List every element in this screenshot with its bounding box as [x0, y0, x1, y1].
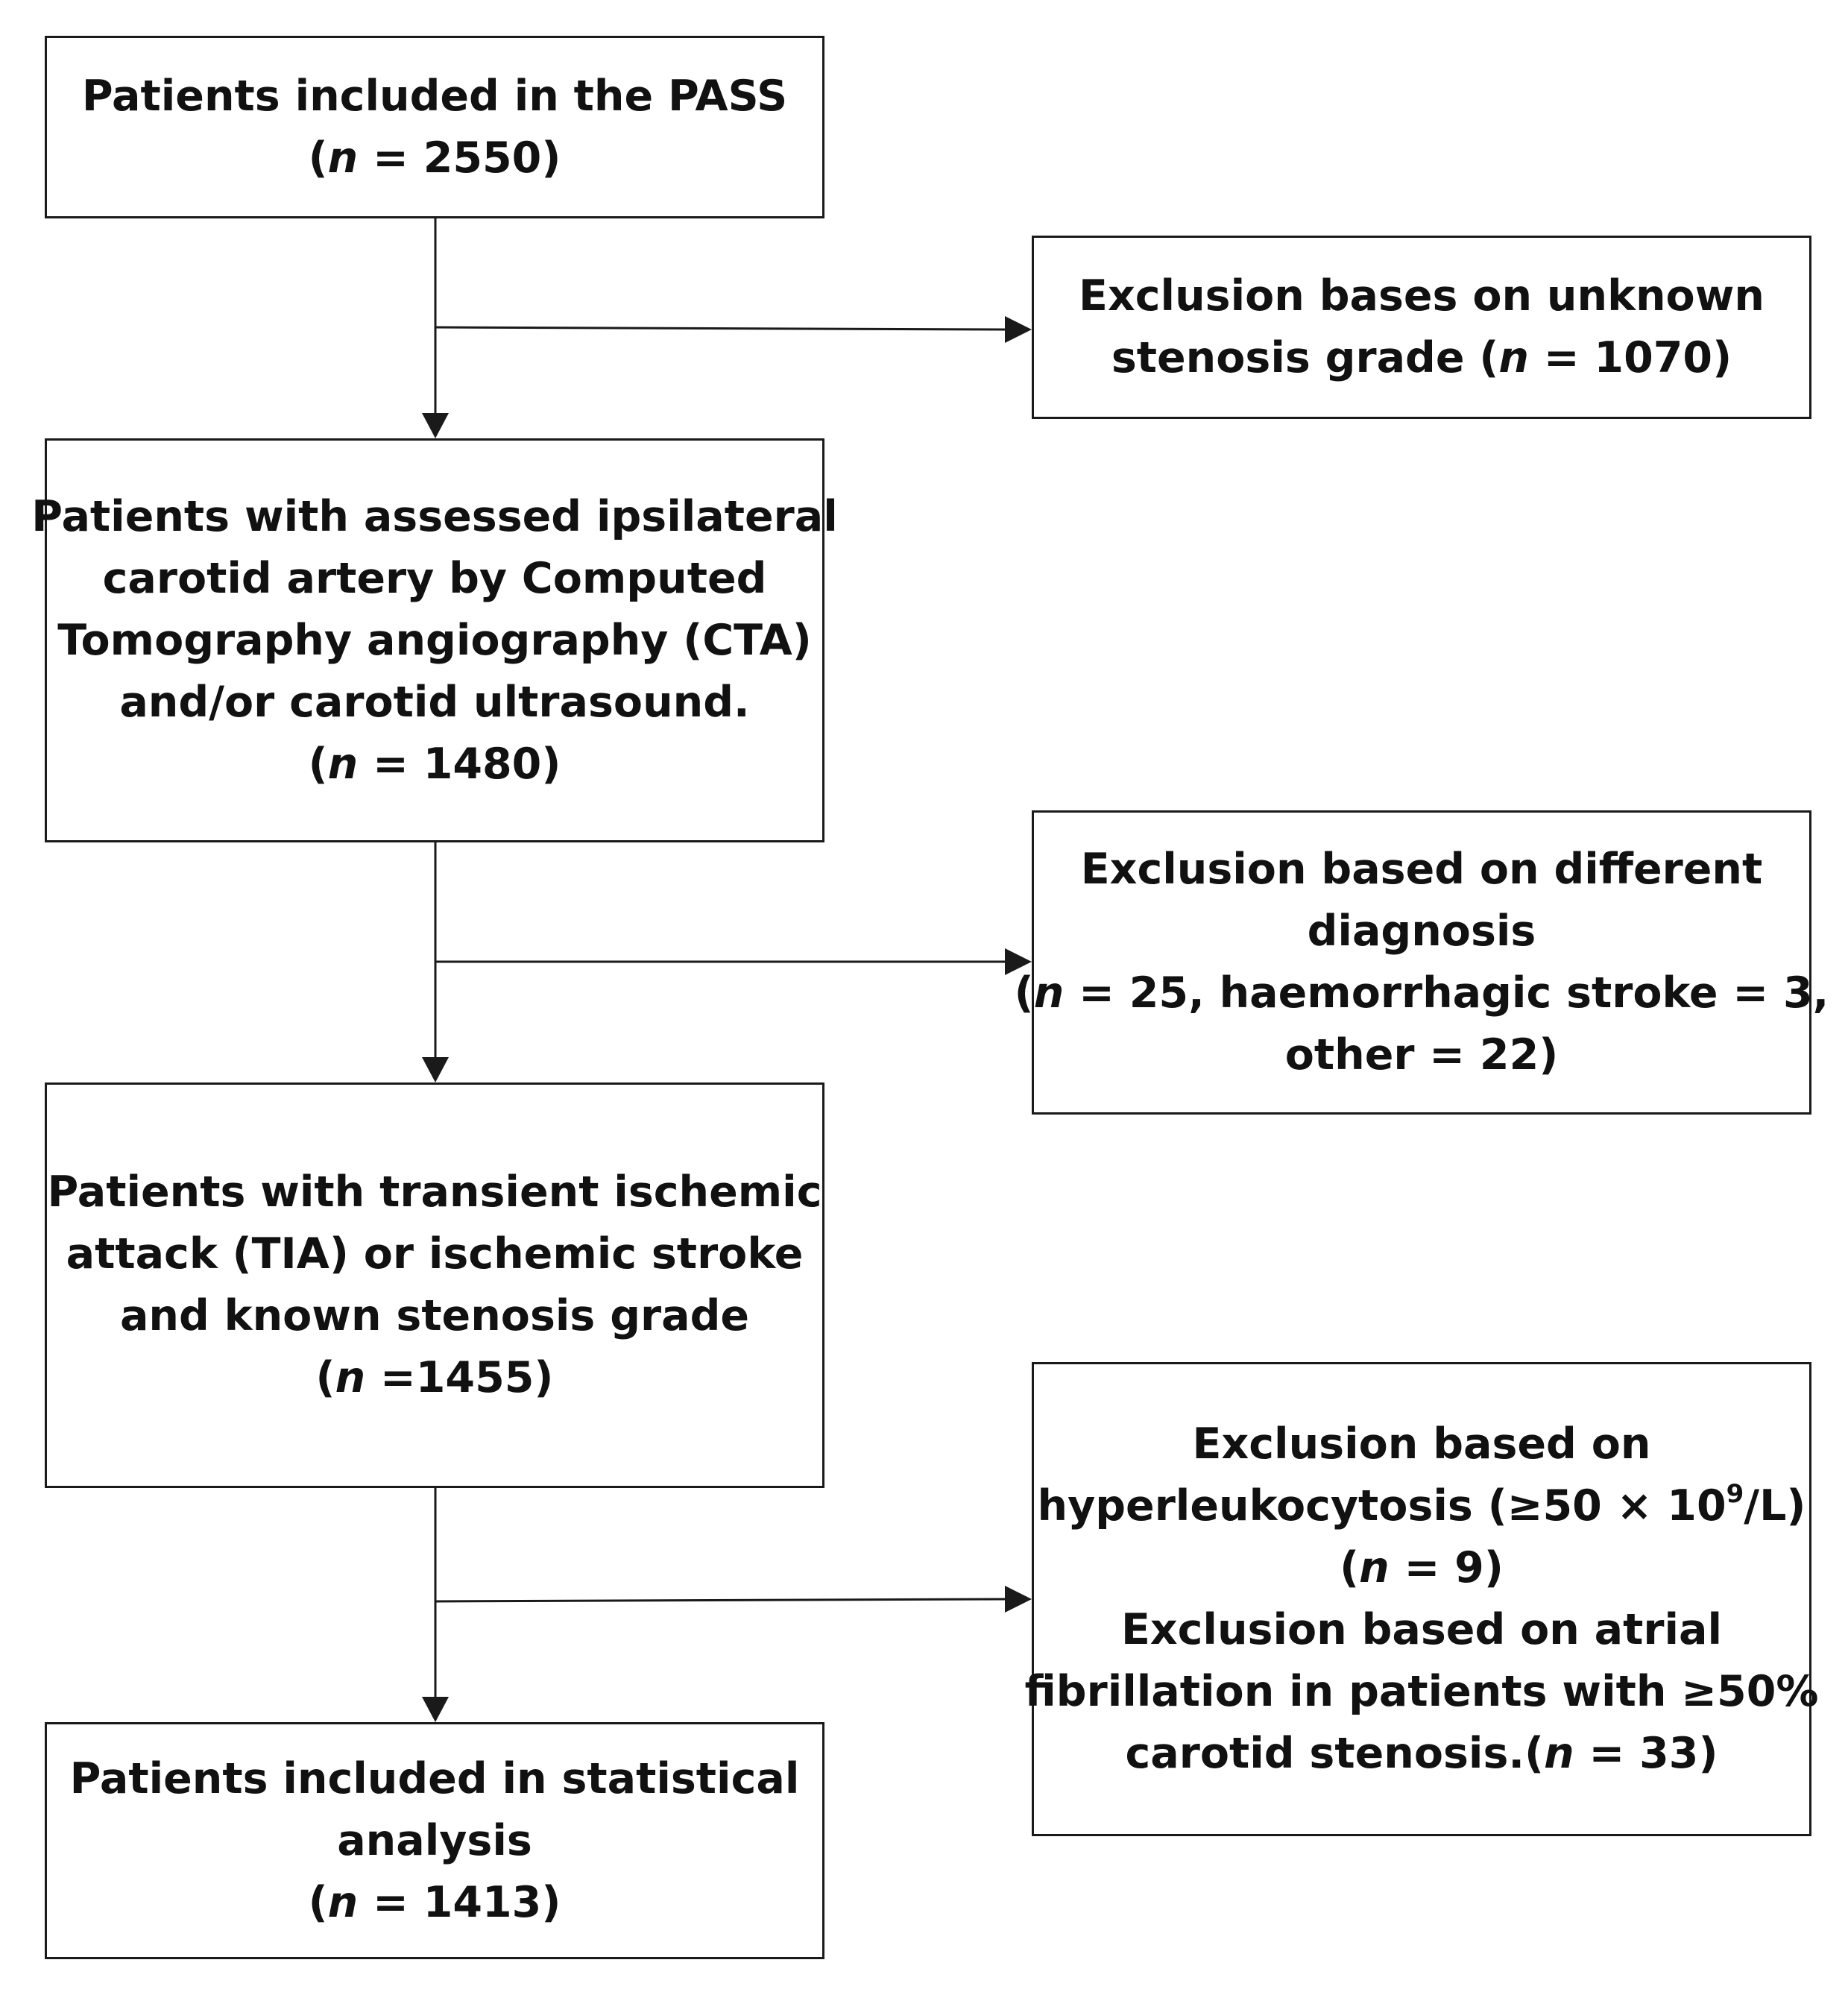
arrowhead-tia — [422, 1057, 449, 1082]
box-excl-hyper-line-5: fibrillation in patients with ≥50% — [1024, 1667, 1819, 1716]
box-excl-hyper-line-1: Exclusion based on — [1192, 1419, 1651, 1469]
box-tia-line-1: Patients with transient ischemic — [47, 1167, 822, 1217]
box-final-line-3: (n = 1413) — [308, 1877, 561, 1927]
arrowhead-excl-unknown — [1005, 316, 1032, 343]
box-tia-line-2: attack (TIA) or ischemic stroke — [66, 1229, 804, 1279]
box-excl-diagnosis-line-3: (n = 25, haemorrhagic stroke = 3, — [1014, 968, 1829, 1018]
box-pass-patients: Patients included in the PASS (n = 2550) — [45, 36, 824, 218]
box-excl-unknown-line-1: Exclusion bases on unknown — [1079, 271, 1765, 321]
box-excl-diagnosis-line-2: diagnosis — [1307, 907, 1536, 956]
box-assessed-line-1: Patients with assessed ipsilateral — [31, 491, 838, 541]
arrowhead-final — [422, 1697, 449, 1722]
arrowhead-excl-diagnosis — [1005, 948, 1032, 975]
box-excl-unknown-line-2: stenosis grade (n = 1070) — [1111, 333, 1732, 382]
box-exclusion-hyperleukocytosis-af: Exclusion based on hyperleukocytosis (≥5… — [1025, 1362, 1818, 1836]
box-final-patients: Patients included in statistical analysi… — [45, 1722, 824, 1959]
box-excl-diagnosis-line-4: other = 22) — [1284, 1030, 1559, 1080]
box-exclusion-different-diagnosis: Exclusion based on different diagnosis (… — [1015, 810, 1829, 1115]
box-final-line-1: Patients included in statistical — [69, 1753, 800, 1803]
box-tia-line-4: (n =1455) — [315, 1353, 554, 1402]
box-excl-hyper-line-4: Exclusion based on atrial — [1120, 1605, 1723, 1654]
box-assessed-line-3: Tomography angiography (CTA) — [57, 615, 812, 665]
arrow-to-excl-hyper — [435, 1598, 1006, 1603]
box-assessed-line-2: carotid artery by Computed — [102, 553, 767, 603]
box-pass-line-2: (n = 2550) — [308, 133, 561, 183]
box-excl-hyper-line-6: carotid stenosis.(n = 33) — [1125, 1729, 1718, 1778]
box-excl-hyper-line-2: hyperleukocytosis (≥50 × 109/L) — [1037, 1479, 1806, 1531]
arrowhead-assessed — [422, 413, 449, 438]
arrow-to-excl-unknown — [435, 326, 1006, 331]
arrowhead-excl-hyper — [1005, 1586, 1032, 1613]
box-excl-diagnosis-line-1: Exclusion based on different — [1080, 845, 1763, 894]
box-tia-line-3: and known stenosis grade — [119, 1291, 750, 1340]
box-assessed-line-5: (n = 1480) — [308, 739, 561, 789]
box-tia-patients: Patients with transient ischemic attack … — [45, 1082, 824, 1488]
box-exclusion-unknown-stenosis: Exclusion bases on unknown stenosis grad… — [1032, 236, 1811, 419]
box-assessed-line-4: and/or carotid ultrasound. — [119, 677, 750, 727]
box-pass-line-1: Patients included in the PASS — [81, 71, 788, 121]
box-final-line-2: analysis — [337, 1815, 532, 1865]
box-excl-hyper-line-3: (n = 9) — [1340, 1543, 1504, 1592]
box-assessed-patients: Patients with assessed ipsilateral carot… — [31, 438, 838, 842]
